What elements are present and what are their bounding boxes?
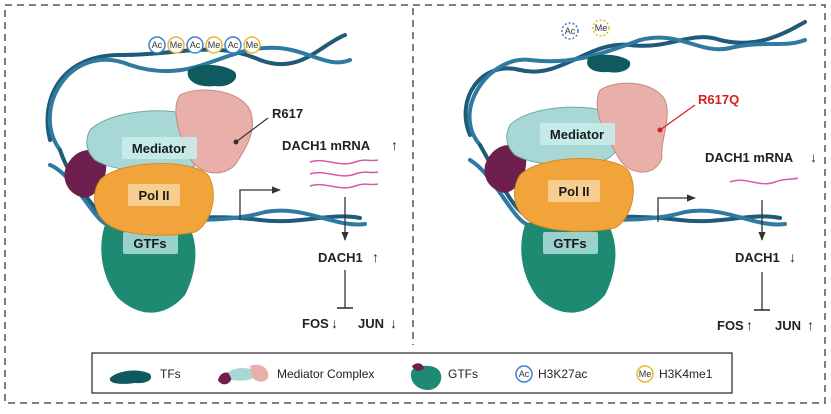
dach1-up-arrow: ↑ (372, 249, 379, 265)
pol-ii-label: Pol II (558, 184, 589, 199)
legend-label: H3K4me1 (659, 367, 713, 381)
jun-down-arrow: ↓ (390, 315, 397, 331)
gtfs-label: GTFs (553, 236, 586, 251)
me-icon (636, 365, 654, 383)
legend-label: H3K27ac (538, 367, 587, 381)
mrna-waves (309, 159, 379, 189)
left-panel: Ac Me Ac Me Ac Me GTFs Mediator Pol II (45, 33, 398, 331)
legend-label: TFs (160, 367, 181, 381)
mutation-dot (657, 127, 663, 133)
histone-marks: Ac Me Ac Me Ac Me (148, 36, 261, 54)
jun-label: JUN (775, 318, 801, 333)
histone-mark: Ac (565, 26, 576, 36)
outer-frame (4, 4, 826, 404)
histone-mark: Ac (152, 40, 163, 50)
dach1-down-arrow: ↓ (789, 249, 796, 265)
mutation-pointer (235, 117, 269, 143)
ac-mark: Ac (519, 369, 530, 379)
legend: TFs Mediator Complex GTFs Ac H3K27ac Me … (91, 352, 733, 394)
me-mark: Me (639, 369, 652, 379)
tss-arrow (239, 186, 281, 220)
legend-label: GTFs (448, 367, 478, 381)
mrna-wave (729, 177, 799, 185)
mutation-label: R617 (272, 106, 303, 121)
jun-up-arrow: ↑ (807, 317, 814, 333)
jun-label: JUN (358, 316, 384, 331)
histone-mark: Me (595, 23, 608, 33)
mediator-label: Mediator (132, 141, 186, 156)
mutation-dot (233, 139, 239, 145)
histone-mark: Ac (190, 40, 201, 50)
histone-mark: Ac (228, 40, 239, 50)
tf-protein (187, 64, 237, 87)
tf-icon (109, 370, 152, 384)
mrna-up-arrow: ↑ (391, 137, 398, 153)
tf-protein (587, 54, 631, 73)
legend-item-mediator: Mediator Complex (218, 364, 374, 385)
ac-icon (515, 365, 533, 383)
legend-item-h3k27ac: Ac H3K27ac (515, 365, 587, 383)
fos-up-arrow: ↑ (746, 317, 753, 333)
mrna-down-arrow: ↓ (810, 149, 817, 165)
fos-down-arrow: ↓ (331, 315, 338, 331)
mediator-complex-icon (218, 372, 232, 385)
pol-ii-label: Pol II (138, 188, 169, 203)
legend-item-gtfs: GTFs (410, 363, 478, 390)
pol-label-box (128, 184, 180, 206)
right-panel: Ac Me GTFs Mediator Pol II R617Q DACH1 m… (463, 19, 817, 333)
pol-label-box (548, 180, 600, 202)
dach1-label: DACH1 (735, 250, 780, 265)
legend-item-tfs: TFs (109, 367, 181, 384)
mrna-label: DACH1 mRNA (705, 150, 794, 165)
histone-mark: Me (246, 40, 259, 50)
legend-item-h3k4me1: Me H3K4me1 (636, 365, 713, 383)
gtfs-label-box (123, 232, 178, 254)
dach1-label: DACH1 (318, 250, 363, 265)
fos-label: FOS (717, 318, 744, 333)
legend-label: Mediator Complex (277, 367, 374, 381)
mutation-label: R617Q (698, 92, 739, 107)
mediator-label: Mediator (550, 127, 604, 142)
gtfs-label: GTFs (133, 236, 166, 251)
gtfs-icon (410, 365, 442, 390)
histone-marks: Ac Me (561, 19, 610, 40)
fos-label: FOS (302, 316, 329, 331)
mediator-label-box (540, 123, 615, 145)
mediator-label-box (122, 137, 197, 159)
gtfs-label-box (543, 232, 598, 254)
mutation-pointer (659, 104, 696, 131)
histone-mark: Me (208, 40, 221, 50)
tss-arrow (657, 194, 696, 222)
mediator-purple-subunit (484, 145, 527, 193)
mediator-purple-subunit (64, 150, 107, 198)
mrna-label: DACH1 mRNA (282, 138, 371, 153)
histone-mark: Me (170, 40, 183, 50)
